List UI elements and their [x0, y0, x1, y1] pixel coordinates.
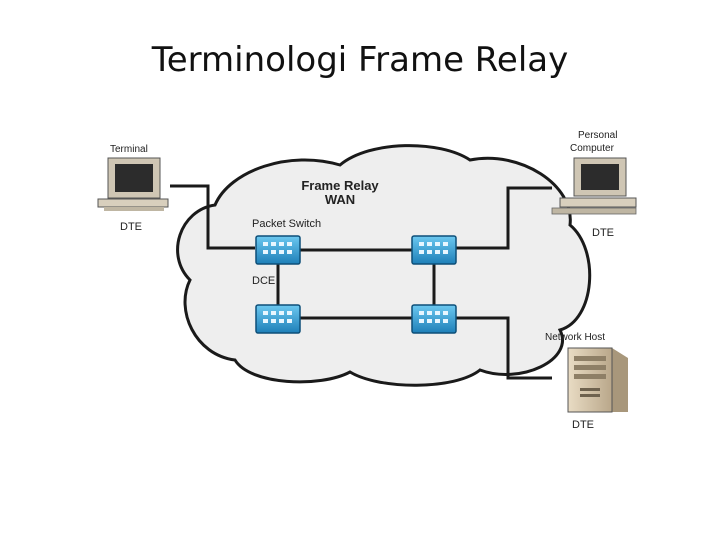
packet-switch-bottom-left — [255, 304, 301, 334]
packet-switch-top-left — [255, 235, 301, 265]
dce-label: DCE — [252, 275, 275, 287]
pc-label-line2: Computer — [570, 143, 615, 154]
terminal-label: Terminal — [110, 144, 148, 155]
server-tower-icon — [567, 347, 628, 413]
pc-label-line1: Personal — [578, 130, 617, 141]
frame-relay-cloud — [176, 144, 592, 387]
pc-role-label: DTE — [592, 227, 614, 239]
terminal-role-label: DTE — [120, 221, 142, 233]
access-links — [170, 184, 552, 380]
packet-switch-bottom-right — [411, 304, 457, 334]
packet-switch-top-right — [411, 235, 457, 265]
network-host-label: Network Host — [545, 332, 605, 343]
wan-label-line1: Frame Relay — [301, 178, 379, 193]
packet-switch-label: Packet Switch — [252, 218, 321, 230]
wan-label-line2: WAN — [325, 192, 355, 207]
computer-icon — [97, 157, 169, 211]
switch-links — [276, 248, 436, 320]
network-host-role-label: DTE — [572, 419, 594, 431]
computer-icon — [551, 157, 637, 215]
slide-title: Terminologi Frame Relay — [151, 40, 569, 80]
